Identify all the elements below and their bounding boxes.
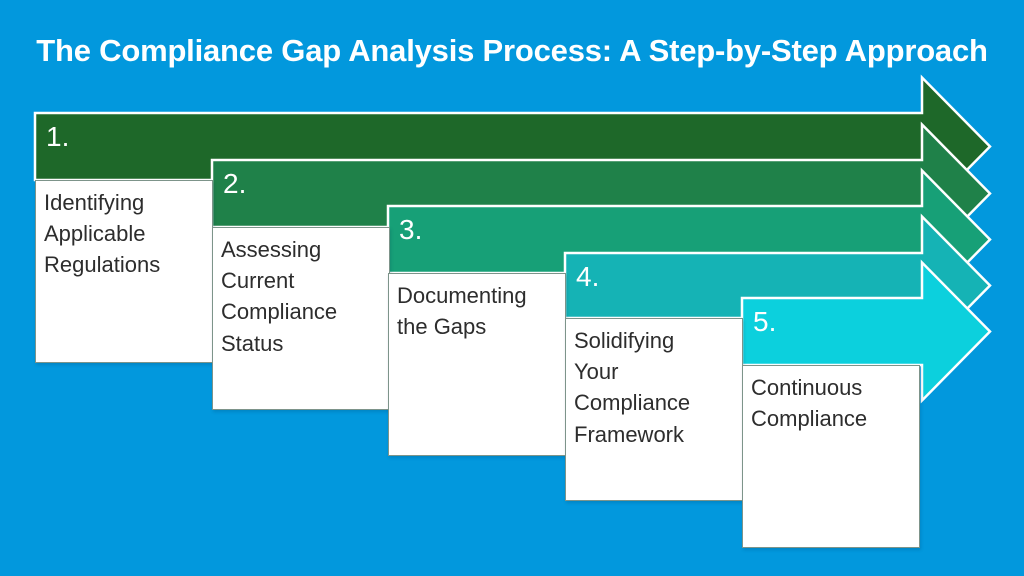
step-number-2: 2. [223, 168, 247, 199]
step-label-2: Assessing Current Compliance Status [221, 237, 338, 356]
step-number-4: 4. [576, 261, 600, 292]
step-label-5: Continuous Compliance [751, 375, 868, 432]
step-card-4: Solidifying Your Compliance Framework [565, 318, 743, 501]
step-number-3: 3. [399, 214, 423, 245]
step-card-5: Continuous Compliance [742, 365, 920, 548]
step-label-4: Solidifying Your Compliance Framework [574, 328, 691, 447]
step-label-1: Identifying Applicable Regulations [44, 190, 161, 278]
step-number-1: 1. [46, 121, 70, 152]
step-card-2: Assessing Current Compliance Status [212, 227, 390, 410]
step-label-3: Documenting the Gaps [397, 283, 527, 340]
step-card-1: Identifying Applicable Regulations [35, 180, 213, 363]
page-title: The Compliance Gap Analysis Process: A S… [36, 33, 988, 68]
step-card-3: Documenting the Gaps [388, 273, 566, 456]
step-number-5: 5. [753, 306, 777, 337]
